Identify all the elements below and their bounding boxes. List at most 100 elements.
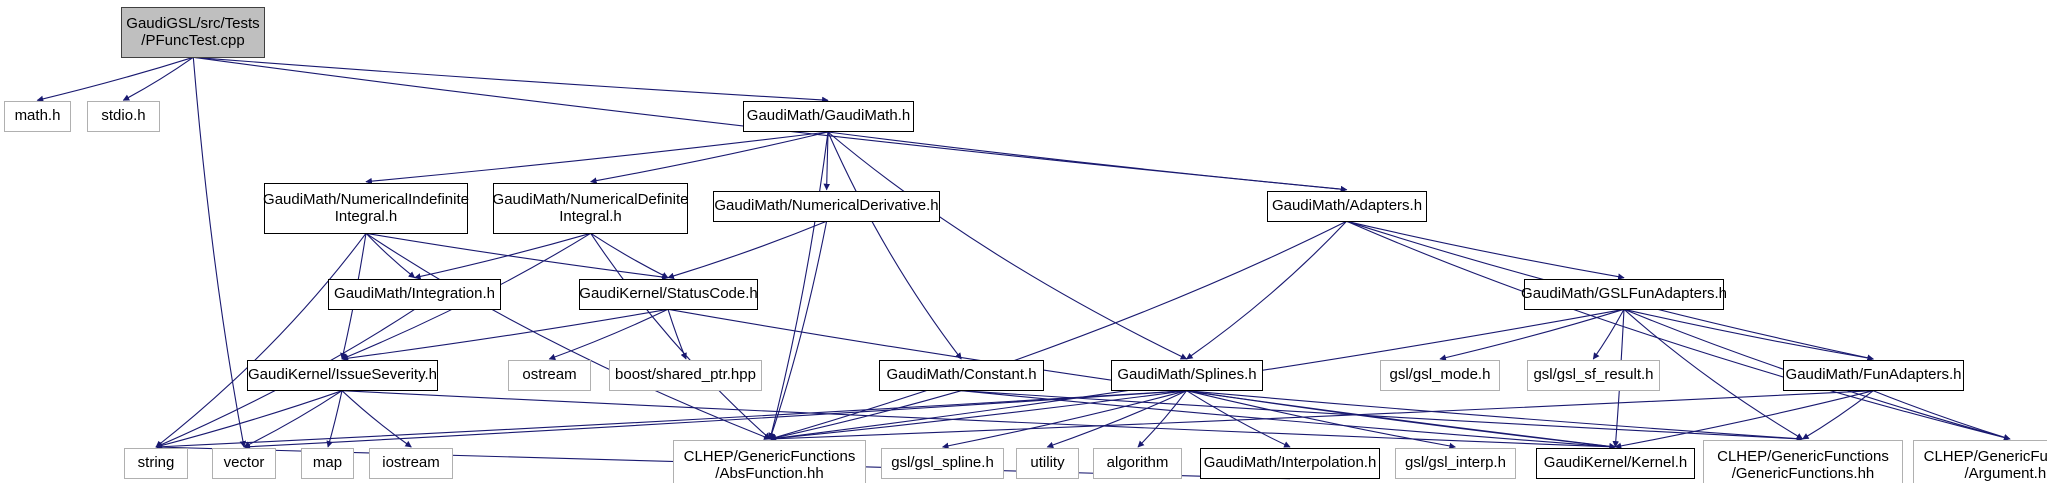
graph-edge-gslfunad-to-funadapters (1623, 308, 1874, 362)
graph-node-label: GaudiMath/GSLFunAdapters.h (1521, 285, 1727, 303)
graph-node-numderiv[interactable]: GaudiMath/NumericalDerivative.h (713, 191, 940, 222)
graph-node-issuesev[interactable]: GaudiKernel/IssueSeverity.h (247, 360, 438, 391)
graph-node-label: GaudiKernel/StatusCode.h (579, 285, 758, 303)
graph-node-label: stdio.h (101, 107, 146, 125)
graph-node-kernel[interactable]: GaudiKernel/Kernel.h (1536, 448, 1695, 479)
graph-edge-funadapters-to-absfunc (769, 390, 1874, 443)
graph-node-numindef[interactable]: GaudiMath/NumericalIndefinite Integral.h (263, 183, 469, 234)
graph-node-label: GaudiMath/NumericalIndefinite Integral.h (263, 190, 469, 225)
graph-node-gslfunad[interactable]: GaudiMath/GSLFunAdapters.h (1521, 279, 1727, 310)
graph-edge-numderiv-to-statuscode (667, 220, 827, 280)
graph-edge-statuscode-to-boostsp (667, 309, 687, 360)
graph-node-label: gsl/gsl_spline.h (891, 454, 994, 472)
graph-node-label: GaudiMath/Integration.h (334, 285, 495, 303)
graph-node-label: boost/shared_ptr.hpp (615, 366, 756, 384)
graph-node-statuscode[interactable]: GaudiKernel/StatusCode.h (579, 279, 758, 310)
graph-edge-root-to-vector (192, 57, 247, 448)
graph-node-label: GaudiMath/Constant.h (886, 366, 1037, 384)
graph-edge-splines-to-genfuncs (1186, 390, 1804, 442)
graph-edge-splines-to-utility (1046, 390, 1187, 449)
graph-node-label: GaudiGSL/src/Tests /PFuncTest.cpp (126, 14, 260, 49)
graph-node-algorithm[interactable]: algorithm (1093, 448, 1182, 479)
graph-edge-gslfunad-to-gslsfres (1592, 309, 1625, 360)
graph-edge-root-to-gaudimath (193, 56, 829, 104)
graph-edge-gaudimath-to-adapters (827, 131, 1348, 193)
graph-edge-numindef-to-absfunc (365, 232, 771, 440)
graph-edge-numdef-to-integration (414, 232, 591, 280)
graph-node-gslmode[interactable]: gsl/gsl_mode.h (1380, 360, 1500, 391)
graph-edge-numindef-to-integration (365, 232, 416, 279)
graph-node-label: gsl/gsl_interp.h (1405, 454, 1506, 472)
graph-edge-funadapters-to-argument (1873, 390, 2011, 441)
graph-edge-splines-to-interp (1186, 390, 1291, 448)
graph-node-vector[interactable]: vector (212, 448, 276, 479)
graph-edge-gaudimath-to-numdef (590, 131, 829, 184)
graph-edge-gaudimath-to-absfunc (768, 131, 829, 440)
graph-edge-splines-to-algorithm (1137, 390, 1188, 448)
graph-node-boostsp[interactable]: boost/shared_ptr.hpp (609, 360, 762, 391)
graph-node-integration[interactable]: GaudiMath/Integration.h (328, 279, 501, 310)
graph-edge-splines-to-gslspline (941, 390, 1187, 450)
graph-node-stdioh[interactable]: stdio.h (87, 101, 160, 132)
graph-edge-issuesev-to-kernel (341, 390, 1616, 451)
graph-node-constant[interactable]: GaudiMath/Constant.h (879, 360, 1044, 391)
graph-node-argument[interactable]: CLHEP/GenericFunctions /Argument.hh (1913, 440, 2047, 483)
graph-edge-numdef-to-statuscode (590, 232, 669, 279)
graph-edge-gaudimath-to-splines (827, 131, 1188, 360)
graph-node-genfuncs[interactable]: CLHEP/GenericFunctions /GenericFunctions… (1703, 440, 1903, 483)
graph-edge-issuesev-to-vector (243, 390, 343, 448)
graph-node-map[interactable]: map (301, 448, 354, 479)
graph-node-label: math.h (14, 107, 61, 125)
graph-edge-gslfunad-to-genfuncs (1623, 308, 1804, 440)
graph-edge-adapters-to-gslfunad (1346, 220, 1625, 280)
graph-node-iostream[interactable]: iostream (369, 448, 453, 479)
graph-node-label: GaudiMath/GaudiMath.h (746, 107, 911, 125)
graph-node-utility[interactable]: utility (1016, 448, 1079, 479)
graph-node-label: CLHEP/GenericFunctions /AbsFunction.hh (683, 447, 856, 482)
graph-edge-gaudimath-to-constant (827, 131, 962, 360)
graph-edge-splines-to-string (155, 390, 1187, 451)
graph-node-label: gsl/gsl_mode.h (1389, 366, 1491, 384)
graph-node-label: gsl/gsl_sf_result.h (1533, 366, 1654, 384)
graph-edge-issuesev-to-iostream (341, 390, 412, 448)
graph-node-label: GaudiMath/Splines.h (1117, 366, 1257, 384)
graph-node-label: GaudiMath/Interpolation.h (1203, 454, 1377, 472)
graph-node-gaudimath[interactable]: GaudiMath/GaudiMath.h (743, 101, 914, 132)
graph-node-label: iostream (382, 454, 440, 472)
edges (36, 56, 2011, 480)
graph-node-label: string (137, 454, 175, 472)
graph-node-label: map (312, 454, 343, 472)
graph-edge-issuesev-to-string (155, 390, 343, 449)
graph-edge-splines-to-gslinterp (1186, 390, 1456, 450)
graph-edge-constant-to-genfuncs (961, 390, 1804, 442)
graph-node-label: GaudiKernel/IssueSeverity.h (248, 366, 437, 384)
graph-edge-funadapters-to-kernel (1614, 390, 1874, 450)
graph-node-label: GaudiKernel/Kernel.h (1543, 454, 1688, 472)
graph-node-adapters[interactable]: GaudiMath/Adapters.h (1267, 191, 1427, 222)
graph-node-string[interactable]: string (124, 448, 188, 479)
graph-node-label: GaudiMath/FunAdapters.h (1785, 366, 1962, 384)
graph-node-numdef[interactable]: GaudiMath/NumericalDefinite Integral.h (493, 183, 688, 234)
graph-node-gslinterp[interactable]: gsl/gsl_interp.h (1395, 448, 1516, 479)
graph-node-ostream[interactable]: ostream (508, 360, 591, 391)
graph-node-interp[interactable]: GaudiMath/Interpolation.h (1200, 448, 1380, 479)
graph-node-label: ostream (522, 366, 577, 384)
graph-node-splines[interactable]: GaudiMath/Splines.h (1111, 360, 1263, 391)
graph-edge-numderiv-to-absfunc (768, 221, 828, 440)
graph-edge-numdef-to-absfunc (590, 232, 771, 440)
graph-node-gslsfres[interactable]: gsl/gsl_sf_result.h (1527, 360, 1660, 391)
graph-edge-adapters-to-splines (1186, 220, 1347, 360)
graph-node-mathh[interactable]: math.h (4, 101, 71, 132)
graph-edge-root-to-mathh (36, 56, 194, 103)
graph-edge-statuscode-to-issuesev (341, 308, 669, 362)
graph-edge-root-to-stdioh (122, 56, 194, 101)
graph-node-absfunc[interactable]: CLHEP/GenericFunctions /AbsFunction.hh (673, 440, 866, 483)
graph-edge-numindef-to-statuscode (365, 232, 669, 281)
graph-edge-adapters-to-argument (1346, 220, 2011, 441)
graph-node-gslspline[interactable]: gsl/gsl_spline.h (881, 448, 1004, 479)
graph-node-funadapters[interactable]: GaudiMath/FunAdapters.h (1783, 360, 1964, 391)
graph-node-root[interactable]: GaudiGSL/src/Tests /PFuncTest.cpp (121, 7, 265, 58)
graph-node-label: vector (223, 454, 265, 472)
